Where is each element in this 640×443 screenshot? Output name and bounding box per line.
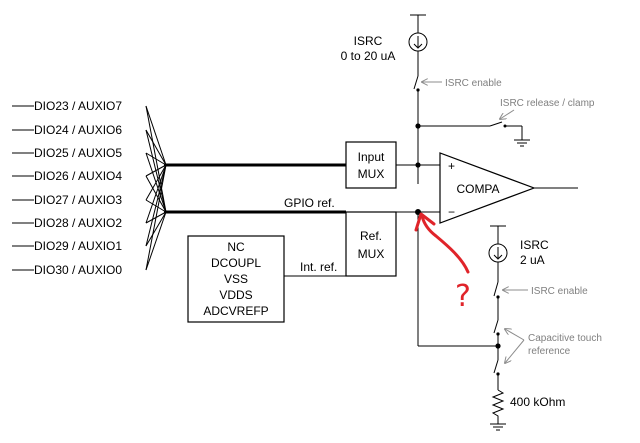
pin-dio25: DIO25 / AUXIO5 (12, 146, 122, 160)
cap-touch-switches (493, 319, 501, 390)
cap-touch-label-1: Capacitive touch (528, 333, 602, 344)
isrc-top-enable-label: ISRC enable (445, 78, 502, 89)
isrc-bottom-name: ISRC (520, 238, 549, 252)
pin-label: DIO25 / AUXIO5 (34, 146, 122, 160)
pin-fanout-wires (145, 105, 167, 271)
comparator-plus: + (448, 159, 455, 173)
comparator-compa: COMPA + − (439, 152, 536, 224)
pin-dio23: DIO23 / AUXIO7 (12, 99, 122, 113)
pin-label: DIO29 / AUXIO1 (34, 239, 122, 253)
isrc-top-name: ISRC (354, 34, 383, 48)
comparator-label: COMPA (456, 182, 499, 196)
isrc-top-enable-switch (413, 75, 420, 184)
isrc-bottom-enable-switch (493, 281, 500, 320)
pin-label: DIO24 / AUXIO6 (34, 123, 122, 137)
pin-dio26: DIO26 / AUXIO4 (12, 169, 122, 183)
isrc-top: ISRC 0 to 20 uA (341, 14, 428, 76)
isrc-bottom: ISRC 2 uA (488, 225, 549, 282)
input-mux: Input MUX (345, 141, 397, 189)
resistor-label: 400 kOhm (510, 395, 565, 409)
int-ref-adcvrefp: ADCVREFP (203, 304, 268, 318)
pin-dio24: DIO24 / AUXIO6 (12, 123, 122, 137)
input-mux-label-1: Input (358, 150, 385, 164)
isrc-top-range: 0 to 20 uA (341, 49, 396, 63)
question-mark: ? (455, 279, 471, 314)
release-clamp-switch (415, 121, 530, 147)
cap-touch-label-2: reference (528, 346, 571, 357)
pin-list: DIO23 / AUXIO7 DIO24 / AUXIO6 DIO25 / AU… (12, 99, 122, 277)
pin-label: DIO27 / AUXIO3 (34, 193, 122, 207)
input-mux-label-2: MUX (358, 167, 385, 181)
isrc-bottom-enable-label: ISRC enable (531, 286, 588, 297)
ref-mux-label-1: Ref. (360, 229, 382, 243)
isrc-bottom-value: 2 uA (520, 253, 545, 267)
int-ref-dcoupl: DCOUPL (211, 256, 261, 270)
pin-dio30: DIO30 / AUXIO0 (12, 263, 122, 277)
pin-dio28: DIO28 / AUXIO2 (12, 216, 122, 230)
pin-dio27: DIO27 / AUXIO3 (12, 193, 122, 207)
int-ref-nc: NC (227, 240, 245, 254)
ref-mux-label-2: MUX (358, 247, 385, 261)
ref-mux: Ref. MUX (345, 211, 397, 277)
pin-label: DIO26 / AUXIO4 (34, 169, 122, 183)
question-annotation: ? (414, 212, 471, 314)
release-clamp-label: ISRC release / clamp (500, 98, 595, 109)
pin-label: DIO30 / AUXIO0 (34, 263, 122, 277)
internal-ref-box: NC DCOUPL VSS VDDS ADCVREFP (187, 235, 285, 323)
comparator-minus: − (448, 205, 455, 219)
pin-dio29: DIO29 / AUXIO1 (12, 239, 122, 253)
pin-label: DIO28 / AUXIO2 (34, 216, 122, 230)
int-ref-vss: VSS (224, 272, 248, 286)
int-ref-vdds: VDDS (219, 288, 252, 302)
pin-label: DIO23 / AUXIO7 (34, 99, 122, 113)
resistor-400k (490, 389, 506, 431)
int-ref-label: Int. ref. (300, 260, 337, 274)
gpio-ref-label: GPIO ref. (284, 196, 335, 210)
